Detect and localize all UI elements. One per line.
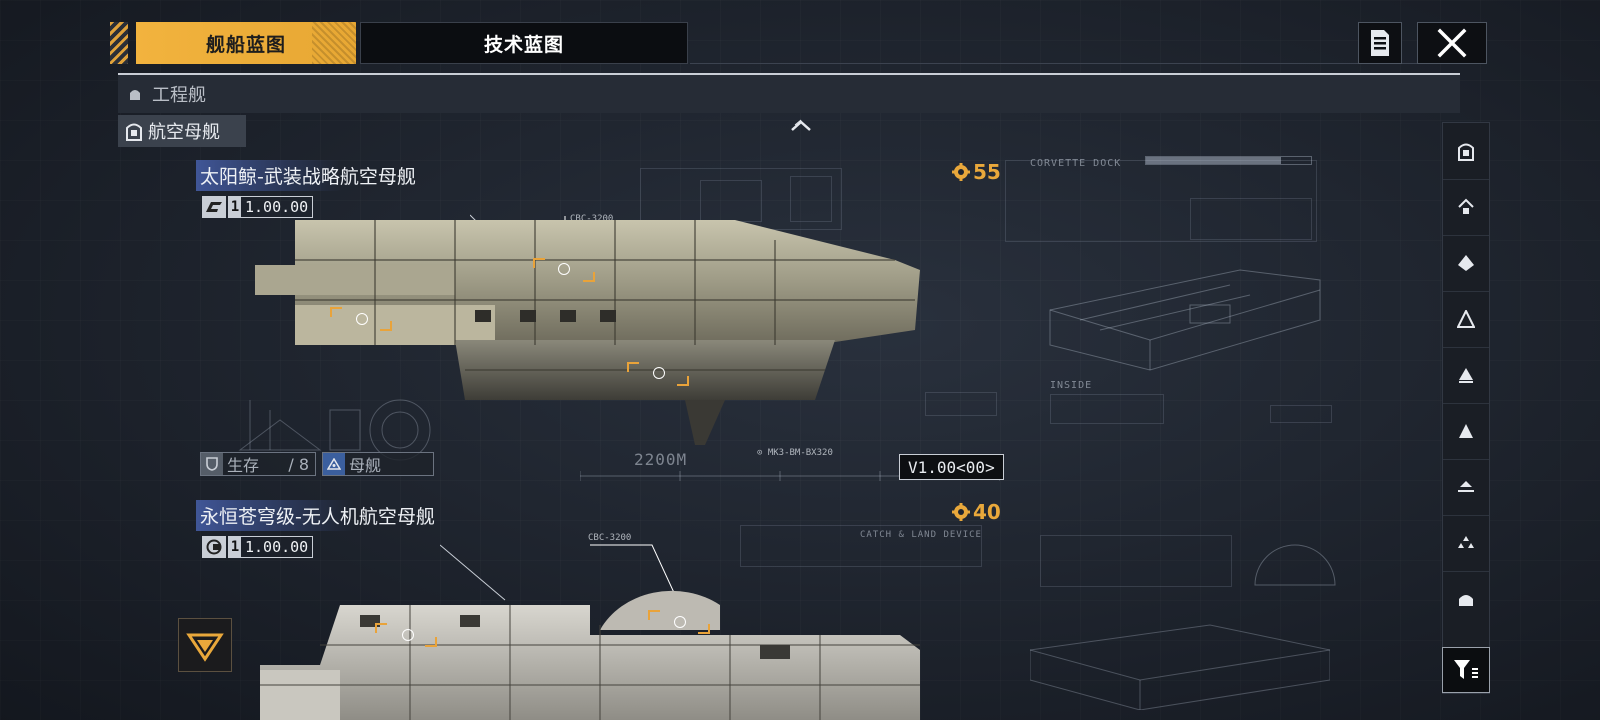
- inside-label: INSIDE: [1050, 380, 1093, 391]
- cluster-icon: [1458, 536, 1474, 548]
- ship-1-hardpoint[interactable]: [558, 263, 570, 275]
- document-list-icon: [1371, 30, 1389, 56]
- cost-gear-icon: [952, 163, 970, 181]
- tab-ship-blueprint[interactable]: 舰船蓝图: [136, 22, 356, 64]
- layered-icon: [1458, 481, 1474, 492]
- topbar-accent-stripe: [110, 22, 128, 64]
- ship-2-version: 1.00.00: [245, 538, 309, 556]
- catch-device-label: CATCH & LAND DEVICE: [860, 530, 982, 540]
- dome-icon: [1459, 595, 1473, 606]
- ship-2-weapon-label: CBC-3200: [588, 533, 632, 543]
- ship-2-faction-icon: [202, 536, 226, 558]
- rank-emblem-icon: [186, 633, 224, 662]
- blueprint-platform-drawing: [1030, 624, 1330, 710]
- close-button[interactable]: [1417, 22, 1487, 64]
- survival-shield-icon: [201, 453, 223, 475]
- category-carrier[interactable]: 航空母舰: [118, 115, 246, 147]
- ship-1-name[interactable]: 太阳鲸-武装战略航空母舰: [196, 160, 420, 191]
- corvette-dock-label: CORVETTE DOCK: [1030, 158, 1122, 169]
- mothership-role-icon: [323, 453, 345, 475]
- ship-1-cost: 55: [952, 160, 1001, 184]
- ship-2-cost: 40: [952, 500, 1001, 524]
- ship-1-module-code: ⊙ MK3-BM-BX320: [757, 448, 833, 458]
- filter-battleship[interactable]: [1443, 235, 1489, 292]
- filter-tier-up[interactable]: [1443, 179, 1489, 236]
- close-icon: [1437, 28, 1467, 58]
- destroyer-icon: [1459, 368, 1473, 383]
- filter-destroyer[interactable]: [1443, 347, 1489, 404]
- ship-2-name[interactable]: 永恒苍穹级-无人机航空母舰: [196, 500, 439, 531]
- blueprint-deck-drawing: [1049, 269, 1321, 371]
- list-button[interactable]: [1358, 22, 1402, 64]
- ship-2-version-chip: 1 1.00.00: [202, 536, 314, 558]
- cruiser-icon: [1457, 310, 1475, 328]
- ship-1-weapon-label: CBC-3200: [570, 214, 614, 224]
- frigate-icon: [1459, 424, 1473, 438]
- ship-1-hardpoint[interactable]: [653, 367, 665, 379]
- filter-sort-icon: [1454, 660, 1478, 679]
- filter-frigate[interactable]: [1443, 403, 1489, 460]
- engineering-ship-icon: [130, 90, 140, 100]
- category-engineering-label: 工程舰: [152, 85, 206, 106]
- ship-2-cost-value: 40: [973, 500, 1001, 524]
- category-divider: [118, 73, 1460, 75]
- ship-1-hardpoint[interactable]: [356, 313, 368, 325]
- role-stat: 母舰: [322, 452, 434, 476]
- ship-2-tier: 1: [229, 537, 241, 557]
- ship-2-model[interactable]: [260, 575, 940, 720]
- category-carrier-label: 航空母舰: [148, 122, 220, 143]
- carrier-filter-icon: [1458, 143, 1474, 161]
- ship-2-hardpoint-bracket: [648, 610, 710, 634]
- ship-1-hardpoint-bracket: [330, 307, 392, 331]
- role-label: 母舰: [349, 456, 382, 475]
- filter-sort-button[interactable]: [1442, 647, 1490, 693]
- carrier-ship-icon: [126, 123, 142, 141]
- ship-1-version: 1.00.00: [245, 198, 309, 216]
- tier-up-icon: [1458, 198, 1474, 214]
- ship-1-version-chip: 1 1.00.00: [202, 196, 314, 218]
- battleship-icon: [1458, 255, 1474, 271]
- filter-cluster[interactable]: [1443, 515, 1489, 572]
- filter-cruiser[interactable]: [1443, 291, 1489, 348]
- survival-count: / 8: [288, 454, 309, 474]
- ship-1-faction-icon: [202, 196, 226, 218]
- ship-1-length: 2200M: [634, 450, 688, 469]
- filter-all[interactable]: [1443, 123, 1489, 180]
- ship-1-hardpoint-bracket: [627, 362, 689, 386]
- survival-label: 生存: [227, 456, 260, 475]
- filter-layered[interactable]: [1443, 459, 1489, 516]
- scroll-up-chevron-icon[interactable]: [790, 118, 812, 132]
- category-engineering[interactable]: 工程舰: [118, 75, 1460, 113]
- blueprint-dome-drawing: [1254, 544, 1336, 586]
- tab-tech-blueprint[interactable]: 技术蓝图: [360, 22, 688, 64]
- topbar-divider: [690, 63, 1460, 64]
- ship-2-hardpoint[interactable]: [674, 616, 686, 628]
- filter-column: [1442, 122, 1490, 694]
- ship-1-stats: 生存 / 8 母舰: [200, 452, 434, 476]
- ship-2-weapon-leader: [440, 544, 683, 611]
- filter-dome[interactable]: [1443, 571, 1489, 627]
- top-bar: 舰船蓝图 技术蓝图: [110, 22, 1487, 66]
- ship-1-tier: 1: [229, 197, 241, 217]
- cost-gear-icon: [952, 503, 970, 521]
- ship-2-hardpoint-bracket: [375, 623, 437, 647]
- survival-stat: 生存 / 8: [200, 452, 316, 476]
- fleet-rank-badge[interactable]: [178, 618, 232, 672]
- ship-1-model[interactable]: [255, 220, 935, 450]
- ship-2-hardpoint[interactable]: [402, 629, 414, 641]
- ship-1-version-tag: V1.00<00>: [899, 454, 1004, 480]
- ship-1-hardpoint-bracket: [533, 258, 595, 282]
- ship-1-cost-value: 55: [973, 160, 1001, 184]
